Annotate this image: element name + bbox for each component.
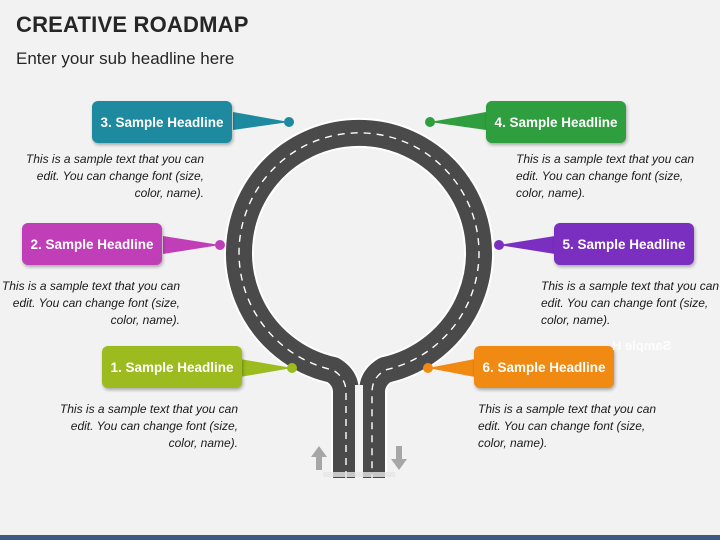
headline-label-3: 3. Sample Headline — [100, 114, 224, 130]
ghost-text: Sample H — [612, 338, 672, 353]
bottom-bar — [0, 535, 720, 540]
headline-label-1: 1. Sample Headline — [110, 359, 234, 375]
headline-label-4: 4. Sample Headline — [494, 114, 618, 130]
connector-6 — [423, 359, 475, 377]
road — [224, 117, 494, 480]
down-arrow-icon — [391, 446, 407, 470]
body-text-5: This is a sample text that you can edit.… — [541, 279, 720, 327]
headline-box-4[interactable]: 4. Sample Headline — [486, 101, 626, 143]
headline-label-6: 6. Sample Headline — [482, 359, 606, 375]
headline-box-3[interactable]: 3. Sample Headline — [92, 101, 232, 143]
body-text-2: This is a sample text that you can edit.… — [1, 279, 180, 327]
body-text-6: This is a sample text that you can edit.… — [478, 402, 657, 450]
headline-box-6[interactable]: 6. Sample Headline — [474, 346, 614, 388]
connector-3 — [233, 112, 294, 130]
body-text-3: This is a sample text that you can edit.… — [25, 152, 204, 200]
headline-label-5: 5. Sample Headline — [562, 236, 686, 252]
headline-label-2: 2. Sample Headline — [30, 236, 154, 252]
body-text-1: This is a sample text that you can edit.… — [59, 402, 238, 450]
body-text-4: This is a sample text that you can edit.… — [516, 152, 695, 200]
page-title: CREATIVE ROADMAP — [16, 12, 249, 37]
connector-5 — [494, 236, 555, 254]
connector-4 — [425, 112, 486, 130]
connector-1 — [240, 359, 297, 377]
up-arrow-icon — [311, 446, 327, 470]
headline-box-1[interactable]: 1. Sample Headline — [102, 346, 242, 388]
headline-box-5[interactable]: 5. Sample Headline — [554, 223, 694, 265]
headline-box-2[interactable]: 2. Sample Headline — [22, 223, 162, 265]
page-subtitle: Enter your sub headline here — [16, 49, 235, 68]
connector-2 — [163, 236, 225, 254]
